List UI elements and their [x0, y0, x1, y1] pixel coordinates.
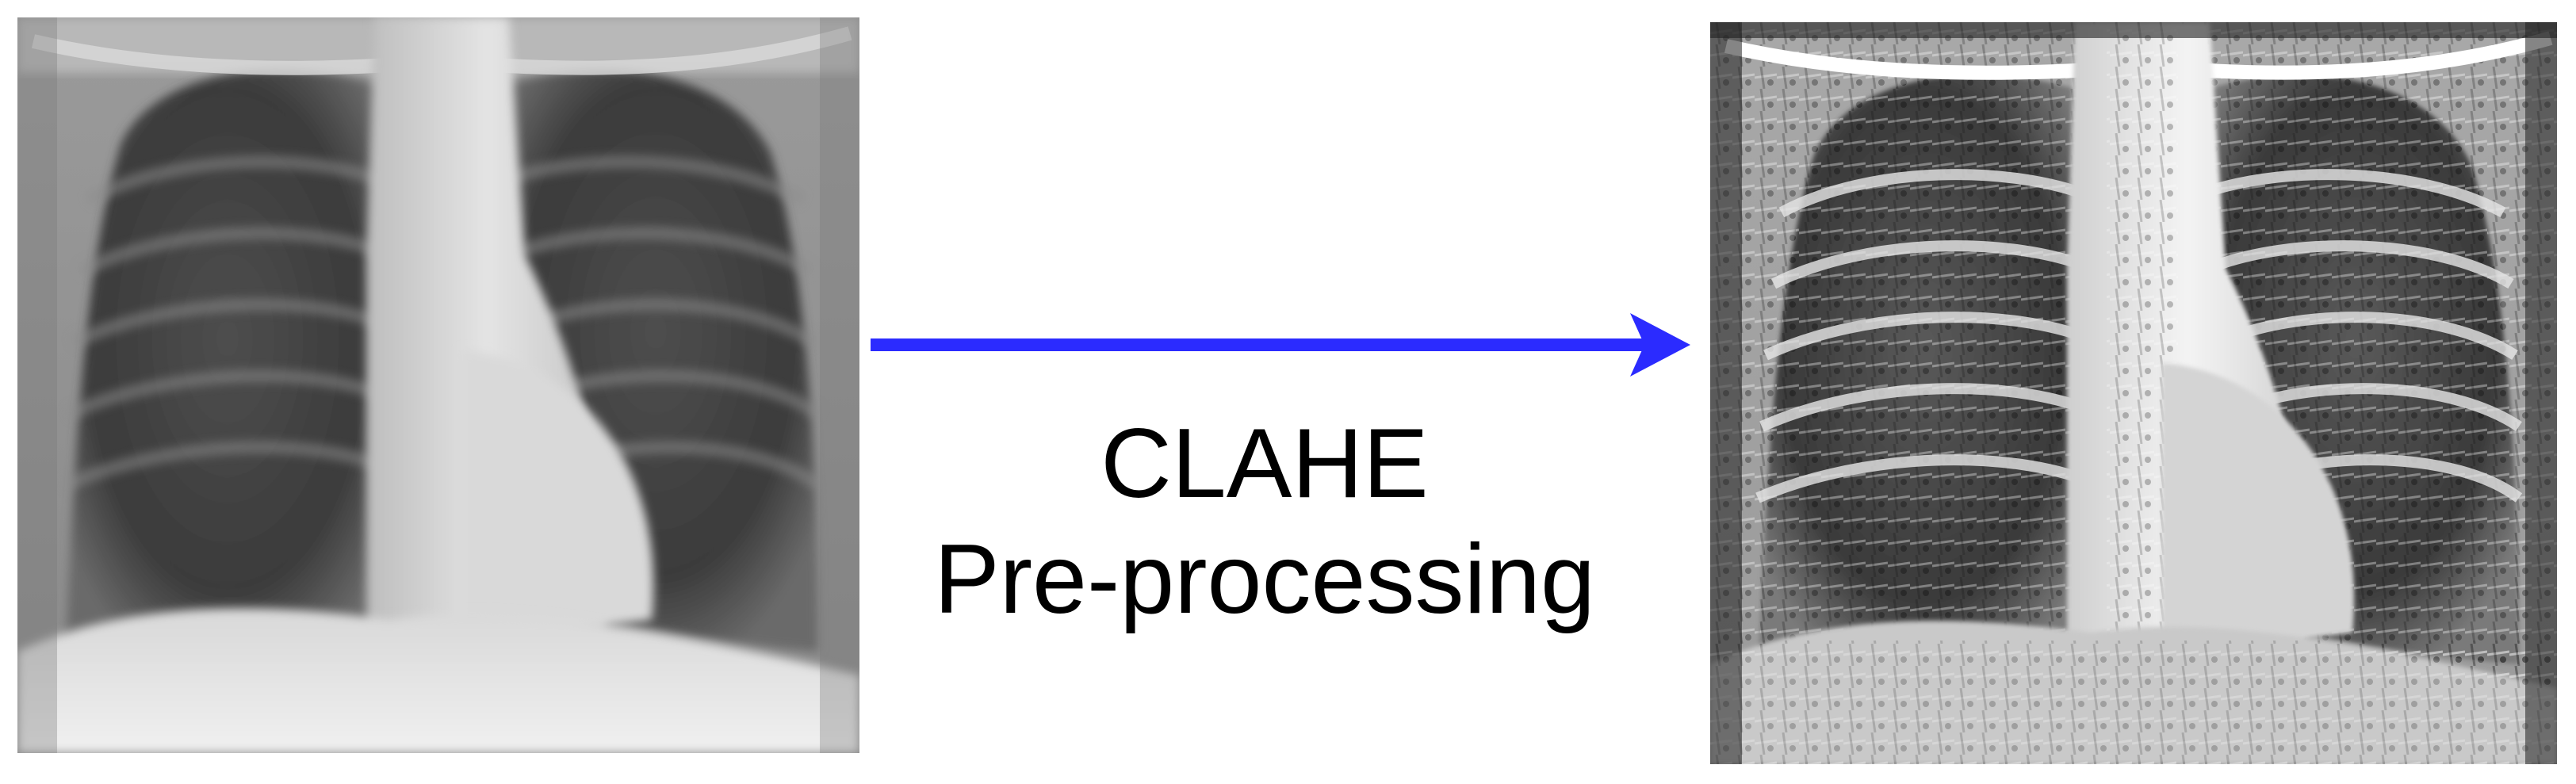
caption-method: CLAHE [1100, 409, 1429, 518]
right-arrow-icon [871, 313, 1690, 377]
clahe-processed-chest-xray-image [1710, 22, 2557, 764]
caption-step: Pre-processing [934, 525, 1595, 634]
original-chest-xray-image [17, 17, 859, 753]
chest-xray-icon [1710, 22, 2557, 764]
process-caption: CLAHE Pre-processing [896, 406, 1633, 637]
chest-xray-icon [17, 17, 859, 753]
